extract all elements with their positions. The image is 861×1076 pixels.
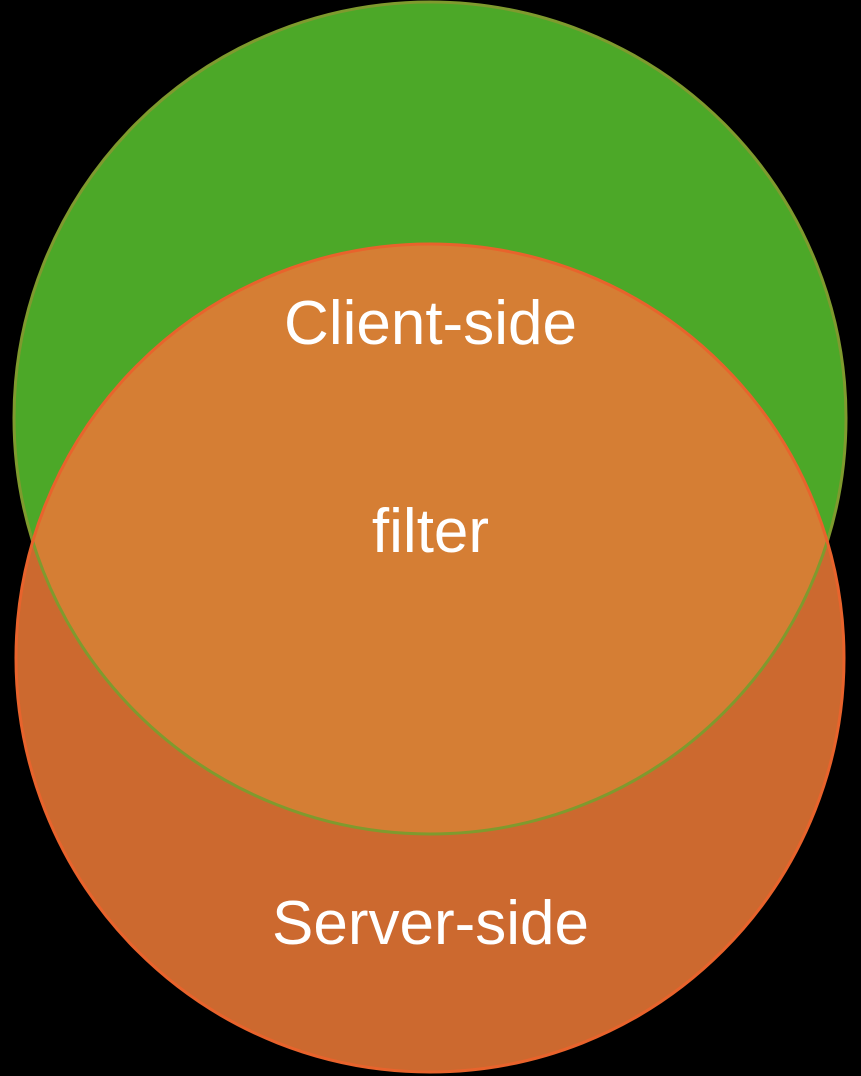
venn-circle-server-side[interactable] (16, 244, 844, 1072)
venn-circle-server-side-outline (14, 242, 846, 1074)
venn-circle-client-side-outline (12, 0, 848, 836)
